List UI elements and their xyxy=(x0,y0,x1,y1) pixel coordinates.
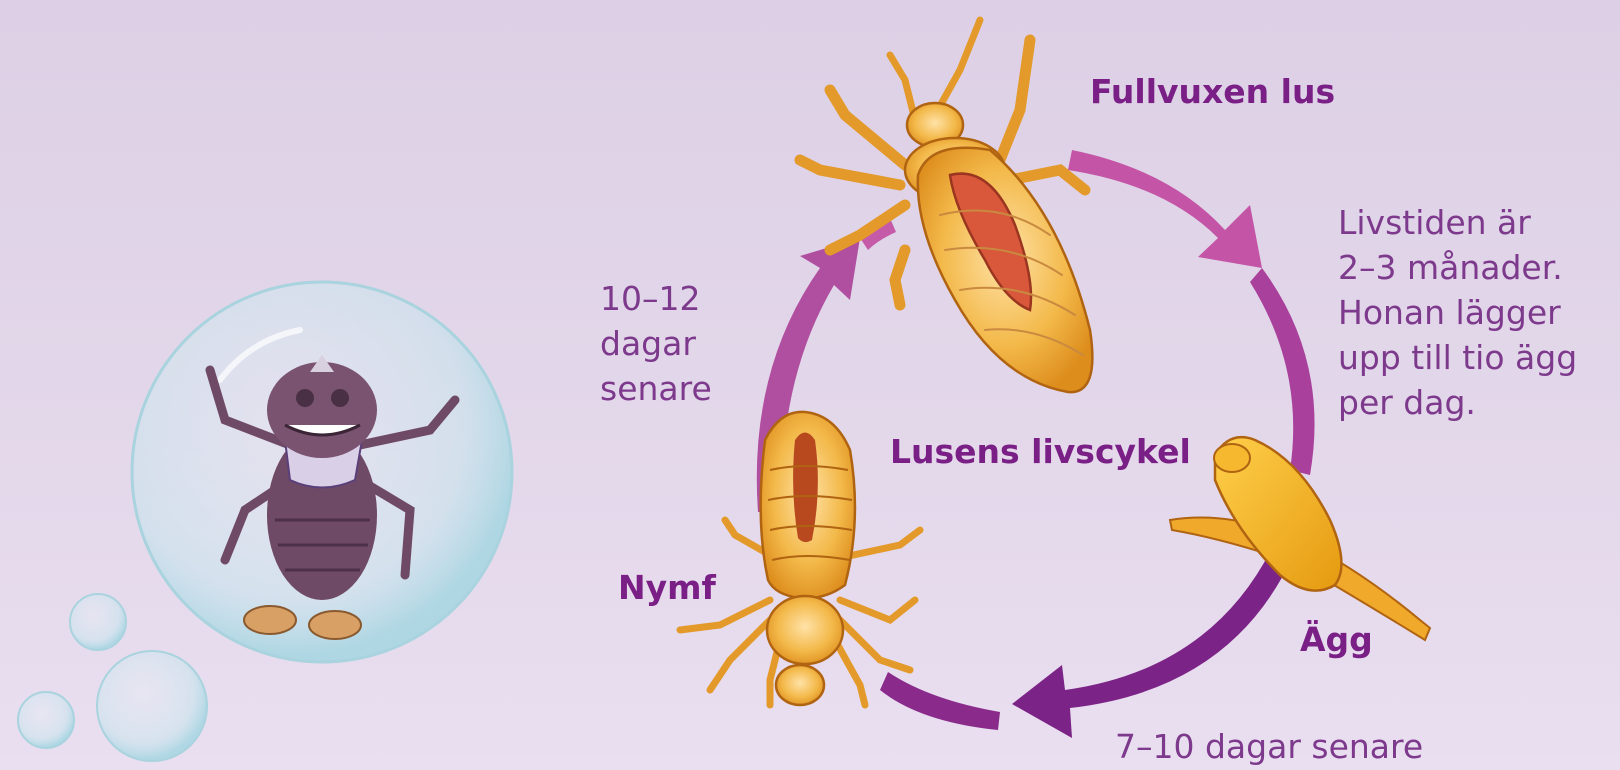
arrow-egg-to-nymph xyxy=(1012,548,1292,738)
nymph-duration-line: senare xyxy=(600,366,712,411)
stage-label-nymph: Nymf xyxy=(618,568,716,607)
arrow-nymph-bottom xyxy=(880,672,1000,730)
adult-note-line: upp till tio ägg xyxy=(1338,335,1577,380)
adult-note-line: per dag. xyxy=(1338,380,1577,425)
mascot-bubble-illustration xyxy=(18,282,512,761)
nymph-illustration xyxy=(680,412,920,705)
stage-label-egg: Ägg xyxy=(1300,620,1373,659)
adult-lifespan-note: Livstiden är 2–3 månader. Honan lägger u… xyxy=(1338,200,1577,425)
nymph-duration-line: dagar xyxy=(600,321,712,366)
adult-louse-illustration xyxy=(800,20,1092,392)
adult-note-line: 2–3 månader. xyxy=(1338,245,1577,290)
arrow-adult-to-egg xyxy=(1068,150,1262,268)
adult-note-line: Livstiden är xyxy=(1338,200,1577,245)
nymph-to-adult-duration: 10–12 dagar senare xyxy=(600,276,712,411)
adult-note-line: Honan lägger xyxy=(1338,290,1577,335)
egg-to-nymph-duration: 7–10 dagar senare xyxy=(1115,724,1423,769)
nymph-duration-line: 10–12 xyxy=(600,276,712,321)
stage-label-adult: Fullvuxen lus xyxy=(1090,72,1335,111)
diagram-title: Lusens livscykel xyxy=(890,432,1191,471)
